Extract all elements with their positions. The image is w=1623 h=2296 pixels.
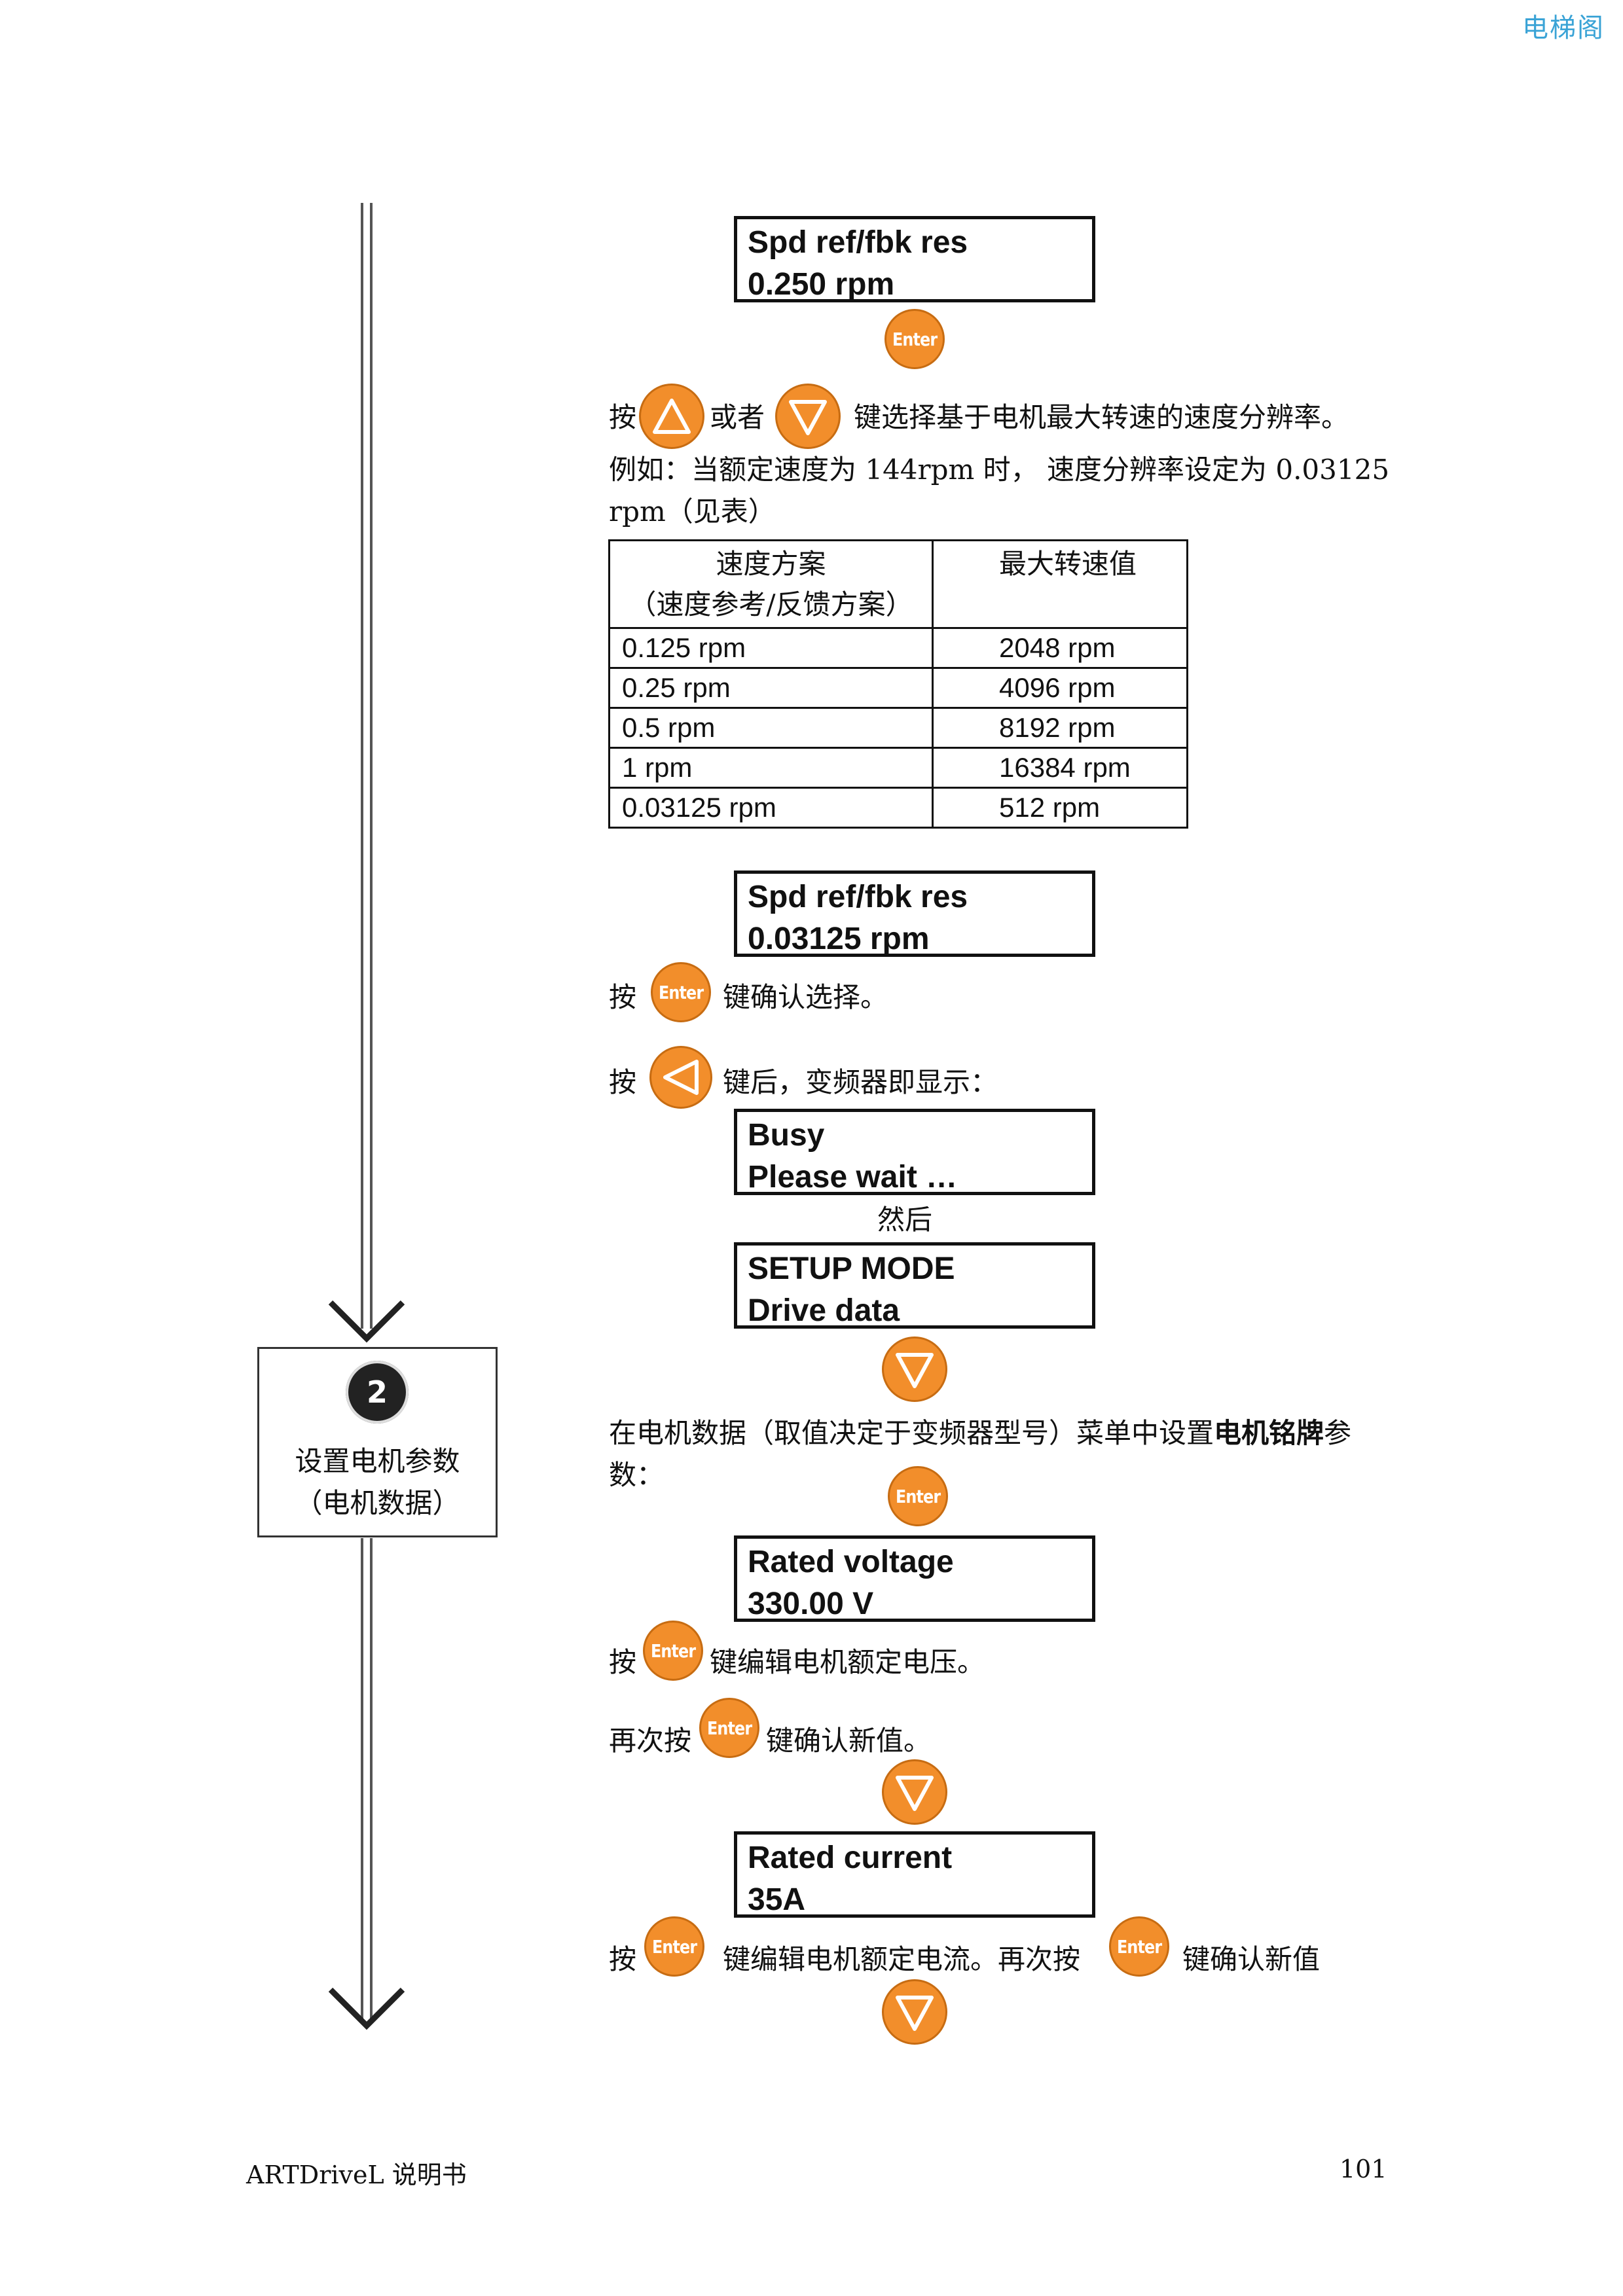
lcd-display-rated-current: Rated current 35A (734, 1831, 1095, 1918)
table-header-row: 速度方案 （速度参考/反馈方案） 最大转速值 (608, 539, 1188, 629)
select-description: 键选择基于电机最大转速的速度分辨率。 (854, 401, 1349, 433)
table-cell: 4096 rpm (932, 667, 1188, 709)
edit-voltage-prefix: 按 (609, 1646, 637, 1678)
lcd-line-1: Busy (748, 1118, 825, 1153)
enter-label: Enter (658, 981, 704, 1003)
up-triangle-icon (653, 399, 691, 434)
enter-label: Enter (1116, 1935, 1162, 1958)
lcd-line-1: Rated voltage (748, 1545, 954, 1579)
left-key-description: 键后，变频器即显示： (723, 1066, 998, 1098)
table-cell: 0.125 rpm (608, 627, 934, 669)
again-prefix: 再次按 (609, 1725, 692, 1757)
table-cell: 2048 rpm (932, 627, 1188, 669)
down-triangle-icon (896, 1776, 934, 1811)
header-scheme-line1: 速度方案 (716, 548, 826, 580)
motor-text-a: 在电机数据（取值决定于变频器型号）菜单中设置 (609, 1417, 1214, 1449)
flow-arrow-line (328, 203, 405, 2030)
site-brand: 电梯阁 (1522, 13, 1605, 43)
again-description: 键确认新值。 (766, 1725, 932, 1757)
select-or: 或者 (710, 401, 765, 433)
confirm-description: 键确认选择。 (723, 981, 888, 1013)
down-triangle-icon (896, 1353, 934, 1388)
header-max-speed-line1: 最大转速值 (999, 548, 1137, 580)
lcd-line-2: 35A (748, 1882, 806, 1917)
enter-label: Enter (892, 328, 938, 350)
up-button[interactable] (639, 384, 704, 449)
example-line-1: 例如：当额定速度为 144rpm 时， 速度分辨率设定为 0.03125 (609, 454, 1390, 486)
enter-button[interactable]: Enter (699, 1698, 759, 1758)
lcd-display-setup-mode: SETUP MODE Drive data (734, 1242, 1095, 1329)
table-cell: 0.5 rpm (608, 707, 934, 749)
footer-document-title: ARTDriveL 说明书 (246, 2161, 467, 2189)
lcd-line-1: Spd ref/fbk res (748, 225, 968, 260)
enter-label: Enter (651, 1935, 697, 1958)
lcd-line-2: Please wait … (748, 1160, 958, 1194)
lcd-line-2: 0.250 rpm (748, 267, 895, 302)
table-header-scheme: 速度方案 （速度参考/反馈方案） (608, 539, 934, 629)
left-triangle-icon (663, 1060, 699, 1095)
enter-button[interactable]: Enter (643, 1621, 703, 1681)
enter-button[interactable]: Enter (651, 962, 711, 1022)
edit-current-prefix: 按 (609, 1943, 637, 1975)
table-header-max-speed: 最大转速值 (932, 539, 1188, 629)
confirm-prefix: 按 (609, 981, 637, 1013)
enter-button[interactable]: Enter (888, 1466, 948, 1526)
lcd-line-1: Rated current (748, 1840, 953, 1875)
enter-label: Enter (895, 1485, 941, 1507)
motor-data-instruction: 在电机数据（取值决定于变频器型号）菜单中设置电机铭牌参 (609, 1414, 1351, 1453)
lcd-display-rated-voltage: Rated voltage 330.00 V (734, 1535, 1095, 1622)
down-button[interactable] (882, 1979, 947, 2045)
down-button[interactable] (882, 1759, 947, 1825)
down-triangle-icon (789, 400, 827, 435)
enter-label: Enter (650, 1640, 696, 1662)
lcd-display-spd-res-selected: Spd ref/fbk res 0.03125 rpm (734, 870, 1095, 957)
lcd-line-2: 330.00 V (748, 1587, 874, 1621)
table-cell: 512 rpm (932, 787, 1188, 829)
table-cell: 16384 rpm (932, 747, 1188, 789)
motor-data-instruction-line2: 数： (609, 1459, 665, 1491)
step-number-badge: 2 (346, 1361, 409, 1424)
lcd-line-1: Spd ref/fbk res (748, 880, 968, 914)
table-cell: 1 rpm (608, 747, 934, 789)
enter-button[interactable]: Enter (884, 309, 945, 369)
table-cell: 0.25 rpm (608, 667, 934, 709)
down-button[interactable] (775, 384, 841, 449)
down-triangle-icon (896, 1996, 934, 2031)
lcd-display-spd-res-default: Spd ref/fbk res 0.250 rpm (734, 216, 1095, 302)
down-button[interactable] (882, 1336, 947, 1402)
header-scheme-line2: （速度参考/反馈方案） (629, 588, 913, 620)
enter-label: Enter (706, 1717, 752, 1739)
table-cell: 8192 rpm (932, 707, 1188, 749)
left-key-prefix: 按 (609, 1066, 637, 1098)
lcd-line-2: 0.03125 rpm (748, 922, 930, 956)
footer-page-number: 101 (1340, 2155, 1387, 2183)
then-label: 然后 (877, 1204, 933, 1236)
lcd-line-2: Drive data (748, 1293, 900, 1328)
edit-voltage-description: 键编辑电机额定电压。 (710, 1646, 985, 1678)
lcd-line-1: SETUP MODE (748, 1251, 955, 1286)
motor-nameplate-emphasis: 电机铭牌 (1214, 1417, 1324, 1449)
select-prefix: 按 (609, 401, 637, 433)
left-button[interactable] (649, 1046, 712, 1109)
table-cell: 0.03125 rpm (608, 787, 934, 829)
enter-button[interactable]: Enter (644, 1916, 704, 1977)
edit-current-suffix: 键确认新值 (1182, 1943, 1321, 1975)
enter-button[interactable]: Enter (1109, 1916, 1169, 1977)
step-subtitle: （电机数据） (295, 1487, 460, 1519)
example-line-2: rpm（见表） (609, 495, 776, 528)
motor-text-c: 参 (1324, 1417, 1352, 1449)
step-title: 设置电机参数 (295, 1445, 460, 1477)
step-box: 2 设置电机参数 （电机数据） (257, 1347, 498, 1537)
edit-current-description: 键编辑电机额定电流。再次按 (723, 1943, 1081, 1975)
lcd-display-busy: Busy Please wait … (734, 1109, 1095, 1195)
